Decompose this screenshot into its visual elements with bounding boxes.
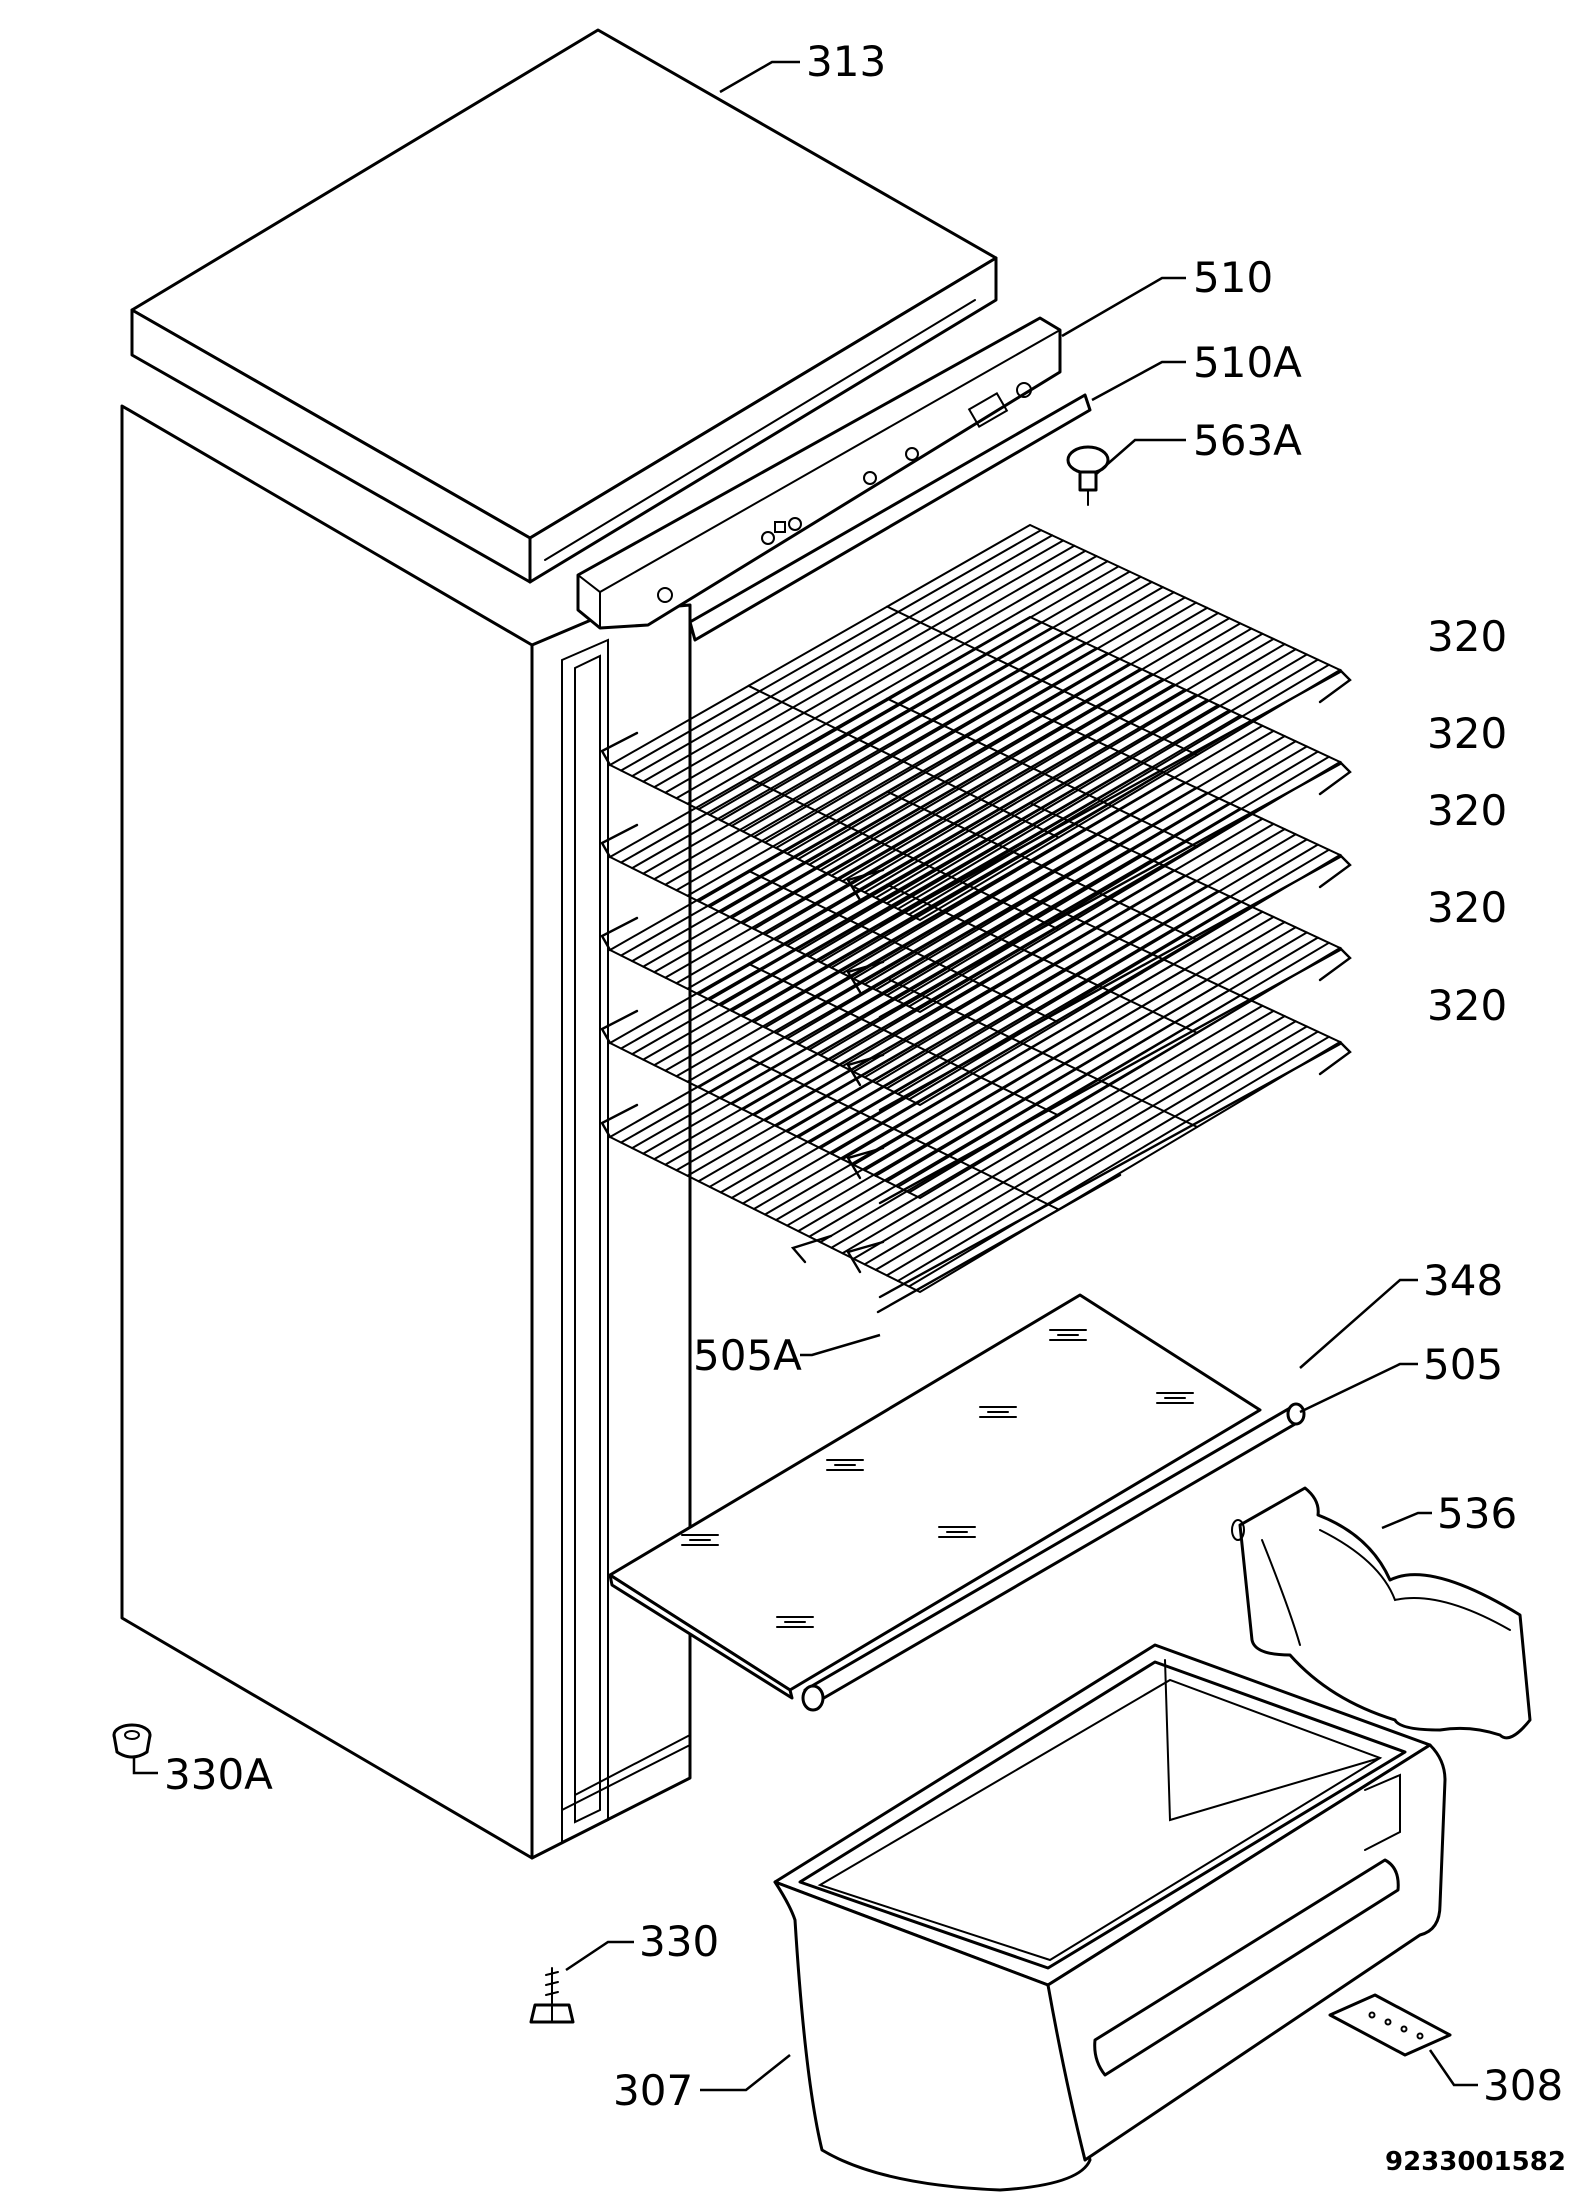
callout-510: 510 [1193, 253, 1273, 302]
cabinet-body [120, 404, 692, 1860]
crisper-drawer [773, 1643, 1447, 2192]
light-cover-strip [688, 393, 1092, 642]
callout-320-shelf-5: 320 [1427, 981, 1507, 1030]
callout-320-shelf-1: 320 [1427, 612, 1507, 661]
drawing-number: 9233001582 [1385, 2147, 1566, 2177]
callout-536: 536 [1437, 1489, 1517, 1538]
callout-307: 307 [613, 2066, 693, 2115]
control-panel [576, 316, 1062, 630]
callout-320-shelf-4: 320 [1427, 883, 1507, 932]
leader-lines [132, 60, 1478, 2092]
callout-348: 348 [1423, 1256, 1503, 1305]
crisper-divider [1231, 1486, 1532, 1740]
shelf-hooks [790, 1173, 1122, 1314]
callout-505: 505 [1423, 1340, 1503, 1389]
wire-shelves [600, 523, 1352, 1314]
callout-510a: 510A [1193, 338, 1302, 387]
callout-313: 313 [806, 37, 886, 86]
shelf-front-trim [801, 1402, 1306, 1712]
callout-labels: 313 510 510A 563A 320 320 320 320 320 34… [164, 37, 1566, 2177]
adjustable-foot-330A [112, 1723, 152, 1759]
callout-308: 308 [1483, 2061, 1563, 2110]
callout-563a: 563A [1193, 416, 1302, 465]
top-cover [130, 28, 998, 584]
callout-330a: 330A [164, 1750, 273, 1799]
label-plate [1328, 1993, 1452, 2057]
thermostat-knob [1066, 445, 1110, 506]
callout-330: 330 [639, 1917, 719, 1966]
callout-320-shelf-3: 320 [1427, 786, 1507, 835]
wire-shelf-5 [600, 895, 1352, 1299]
glass-shelf [608, 1293, 1262, 1700]
adjustable-foot-330 [529, 1967, 575, 2024]
callout-320-shelf-2: 320 [1427, 709, 1507, 758]
callout-505a: 505A [693, 1331, 802, 1380]
